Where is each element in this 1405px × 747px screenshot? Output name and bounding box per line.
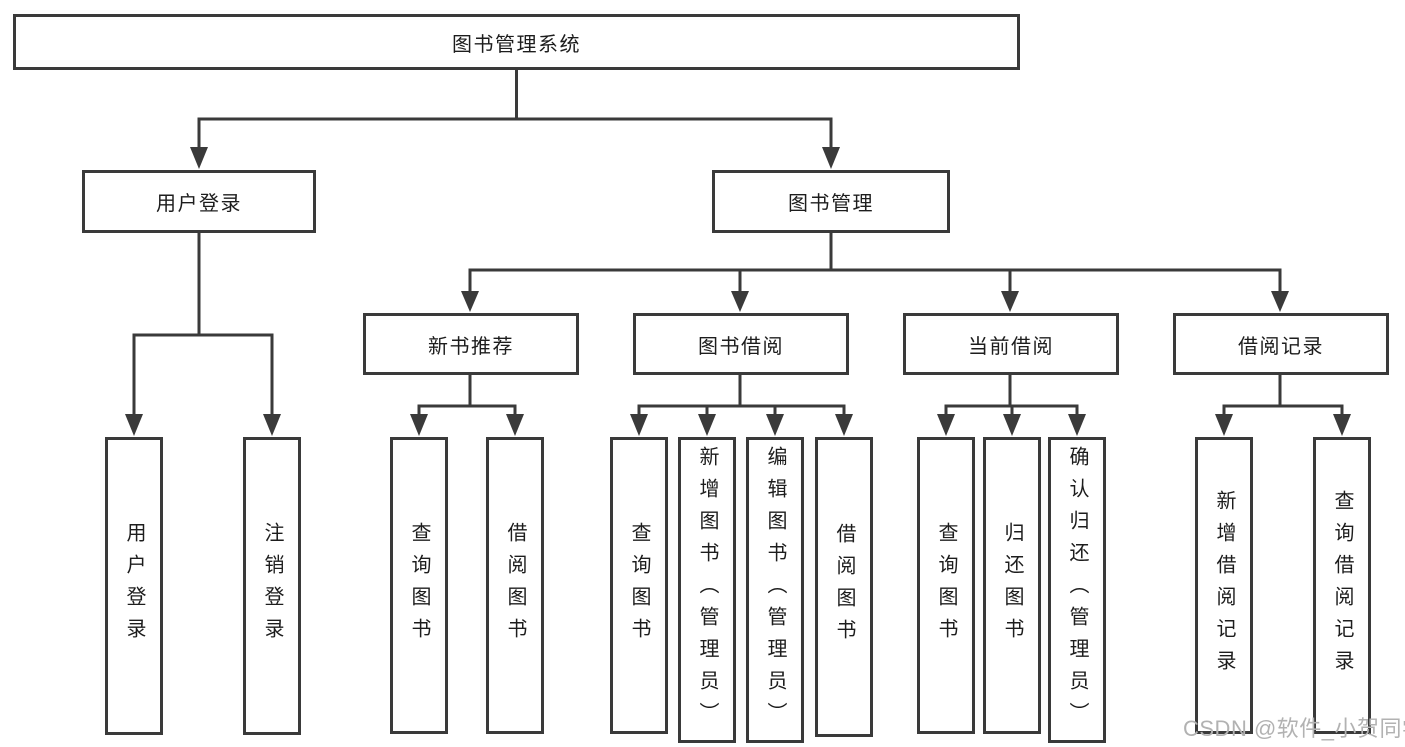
leaf-confirm-return-admin: 确认归还（管理员） [1048,437,1106,743]
arrow-down-icon [1333,414,1351,436]
node-book-borrowing: 图书借阅 [633,313,849,375]
arrow-down-icon [731,291,749,312]
arrow-down-icon [766,414,784,436]
leaf-query-books-current: 查询图书 [917,437,975,734]
leaf-label: 查询图书 [628,521,650,650]
leaf-user-login: 用户登录 [105,437,163,735]
node-label: 用户登录 [156,193,242,215]
arrow-down-icon [822,147,840,169]
arrow-down-icon [1215,414,1233,436]
leaf-add-borrow-record: 新增借阅记录 [1195,437,1253,734]
leaf-query-borrow-record: 查询借阅记录 [1313,437,1371,734]
leaf-label: 查询图书 [935,521,957,650]
node-current-borrowing: 当前借阅 [903,313,1119,375]
arrow-down-icon [1068,414,1086,436]
leaf-borrow-books-borrowing: 借阅图书 [815,437,873,737]
leaf-query-books-borrowing: 查询图书 [610,437,668,734]
connector-book-mgmt-to-sections [468,231,1282,296]
node-label: 图书管理 [788,193,874,215]
leaf-return-books: 归还图书 [983,437,1041,734]
node-label: 新书推荐 [428,335,514,358]
connector-borrowing-group [637,374,846,421]
leaf-label: 查询借阅记录 [1331,489,1353,682]
node-label: 当前借阅 [968,335,1054,358]
arrow-down-icon [1003,414,1021,436]
leaf-label: 借阅图书 [833,523,855,651]
watermark: CSDN @软件_小贺同学 [1183,716,1405,741]
node-library-system: 图书管理系统 [13,14,1020,70]
leaf-label: 用户登录 [123,522,145,650]
node-label: 图书借阅 [698,335,784,358]
arrow-down-icon [937,414,955,436]
connector-user-login-group [132,231,274,420]
connector-root-to-branches [197,68,833,152]
arrow-down-icon [698,414,716,436]
leaf-label: 注销登录 [261,522,283,650]
arrow-down-icon [1271,291,1289,312]
leaf-label: 新增借阅记录 [1213,489,1235,682]
connector-current-group [944,374,1079,421]
connector-new-books-group [417,374,517,421]
leaf-borrow-books-recommend: 借阅图书 [486,437,544,734]
leaf-label: 借阅图书 [504,521,526,650]
node-new-book-recommend: 新书推荐 [363,313,579,375]
node-label: 借阅记录 [1238,335,1324,358]
node-label: 图书管理系统 [452,33,581,56]
arrow-down-icon [190,147,208,169]
arrow-down-icon [461,291,479,312]
node-borrowing-records: 借阅记录 [1173,313,1389,375]
leaf-logout: 注销登录 [243,437,301,735]
arrow-down-icon [506,414,524,436]
arrow-down-icon [835,414,853,436]
node-user-login: 用户登录 [82,170,316,233]
arrow-down-icon [1001,291,1019,312]
connector-records-group [1222,374,1344,421]
leaf-edit-book-admin: 编辑图书（管理员） [746,437,804,743]
leaf-label: 新增图书（管理员） [696,446,718,734]
leaf-add-book-admin: 新增图书（管理员） [678,437,736,743]
leaf-query-books-recommend: 查询图书 [390,437,448,734]
leaf-label: 编辑图书（管理员） [764,446,786,734]
leaf-label: 确认归还（管理员） [1066,446,1088,734]
arrow-down-icon [630,414,648,436]
leaf-label: 归还图书 [1001,521,1023,650]
node-book-management: 图书管理 [712,170,950,233]
arrow-down-icon [263,414,281,436]
arrow-down-icon [410,414,428,436]
leaf-label: 查询图书 [408,521,430,650]
arrow-down-icon [125,414,143,436]
